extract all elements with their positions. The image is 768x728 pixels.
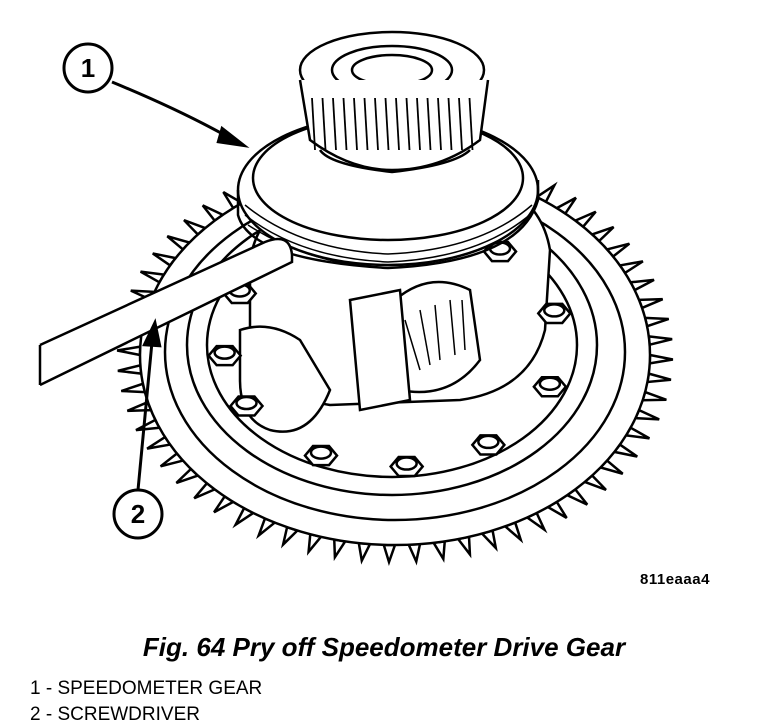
- figure-code: 811eaaa4: [640, 571, 710, 588]
- callout-1: 1: [62, 42, 114, 94]
- callout-2-leader: [136, 318, 162, 491]
- screwdriver: [39, 237, 294, 387]
- legend: 1 - SPEEDOMETER GEAR 2 - SCREWDRIVER: [30, 676, 262, 728]
- legend-item-speedometer-gear: 1 - SPEEDOMETER GEAR: [30, 678, 263, 699]
- callout-1-leader: [111, 80, 250, 148]
- callout-2: 2: [112, 488, 164, 540]
- figure-caption: Fig. 64 Pry off Speedometer Drive Gear: [142, 632, 626, 662]
- differential-illustration: 1 2: [38, 30, 674, 567]
- svg-text:2: 2: [131, 499, 145, 529]
- svg-text:1: 1: [81, 53, 95, 83]
- legend-item-screwdriver: 2 - SCREWDRIVER: [30, 704, 200, 725]
